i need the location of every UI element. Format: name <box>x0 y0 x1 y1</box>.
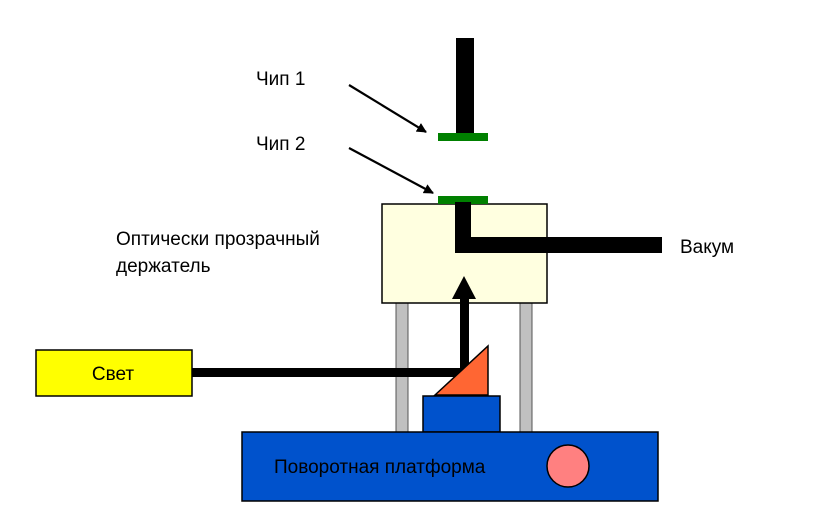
light-beam-arrowhead <box>452 276 476 299</box>
light-source-box <box>35 349 193 397</box>
chip-1-pointer-arrow <box>348 84 427 133</box>
chip-2-pointer-arrow <box>348 147 434 194</box>
holder-label-line-2: держатель <box>116 256 211 277</box>
chip-2-label: Чип 2 <box>256 134 305 155</box>
chip-1 <box>438 133 488 141</box>
upper-vacuum-shaft <box>456 38 474 136</box>
light-source-label: Свет <box>92 364 135 385</box>
support-post-left <box>395 301 409 433</box>
rotation-knob <box>546 444 590 488</box>
chip-2 <box>438 196 488 204</box>
vacuum-label: Вакум <box>680 237 734 258</box>
light-beam-horizontal <box>192 368 468 377</box>
prism-mount <box>422 395 501 433</box>
support-post-right <box>519 301 533 433</box>
vacuum-channel-horizontal <box>455 237 662 253</box>
chip-1-label: Чип 1 <box>256 69 305 90</box>
holder-label-line-1: Оптически прозрачный <box>116 229 320 250</box>
light-beam-vertical <box>460 292 469 372</box>
rotating-platform-label: Поворотная платформа <box>274 457 486 478</box>
prism <box>433 344 489 396</box>
